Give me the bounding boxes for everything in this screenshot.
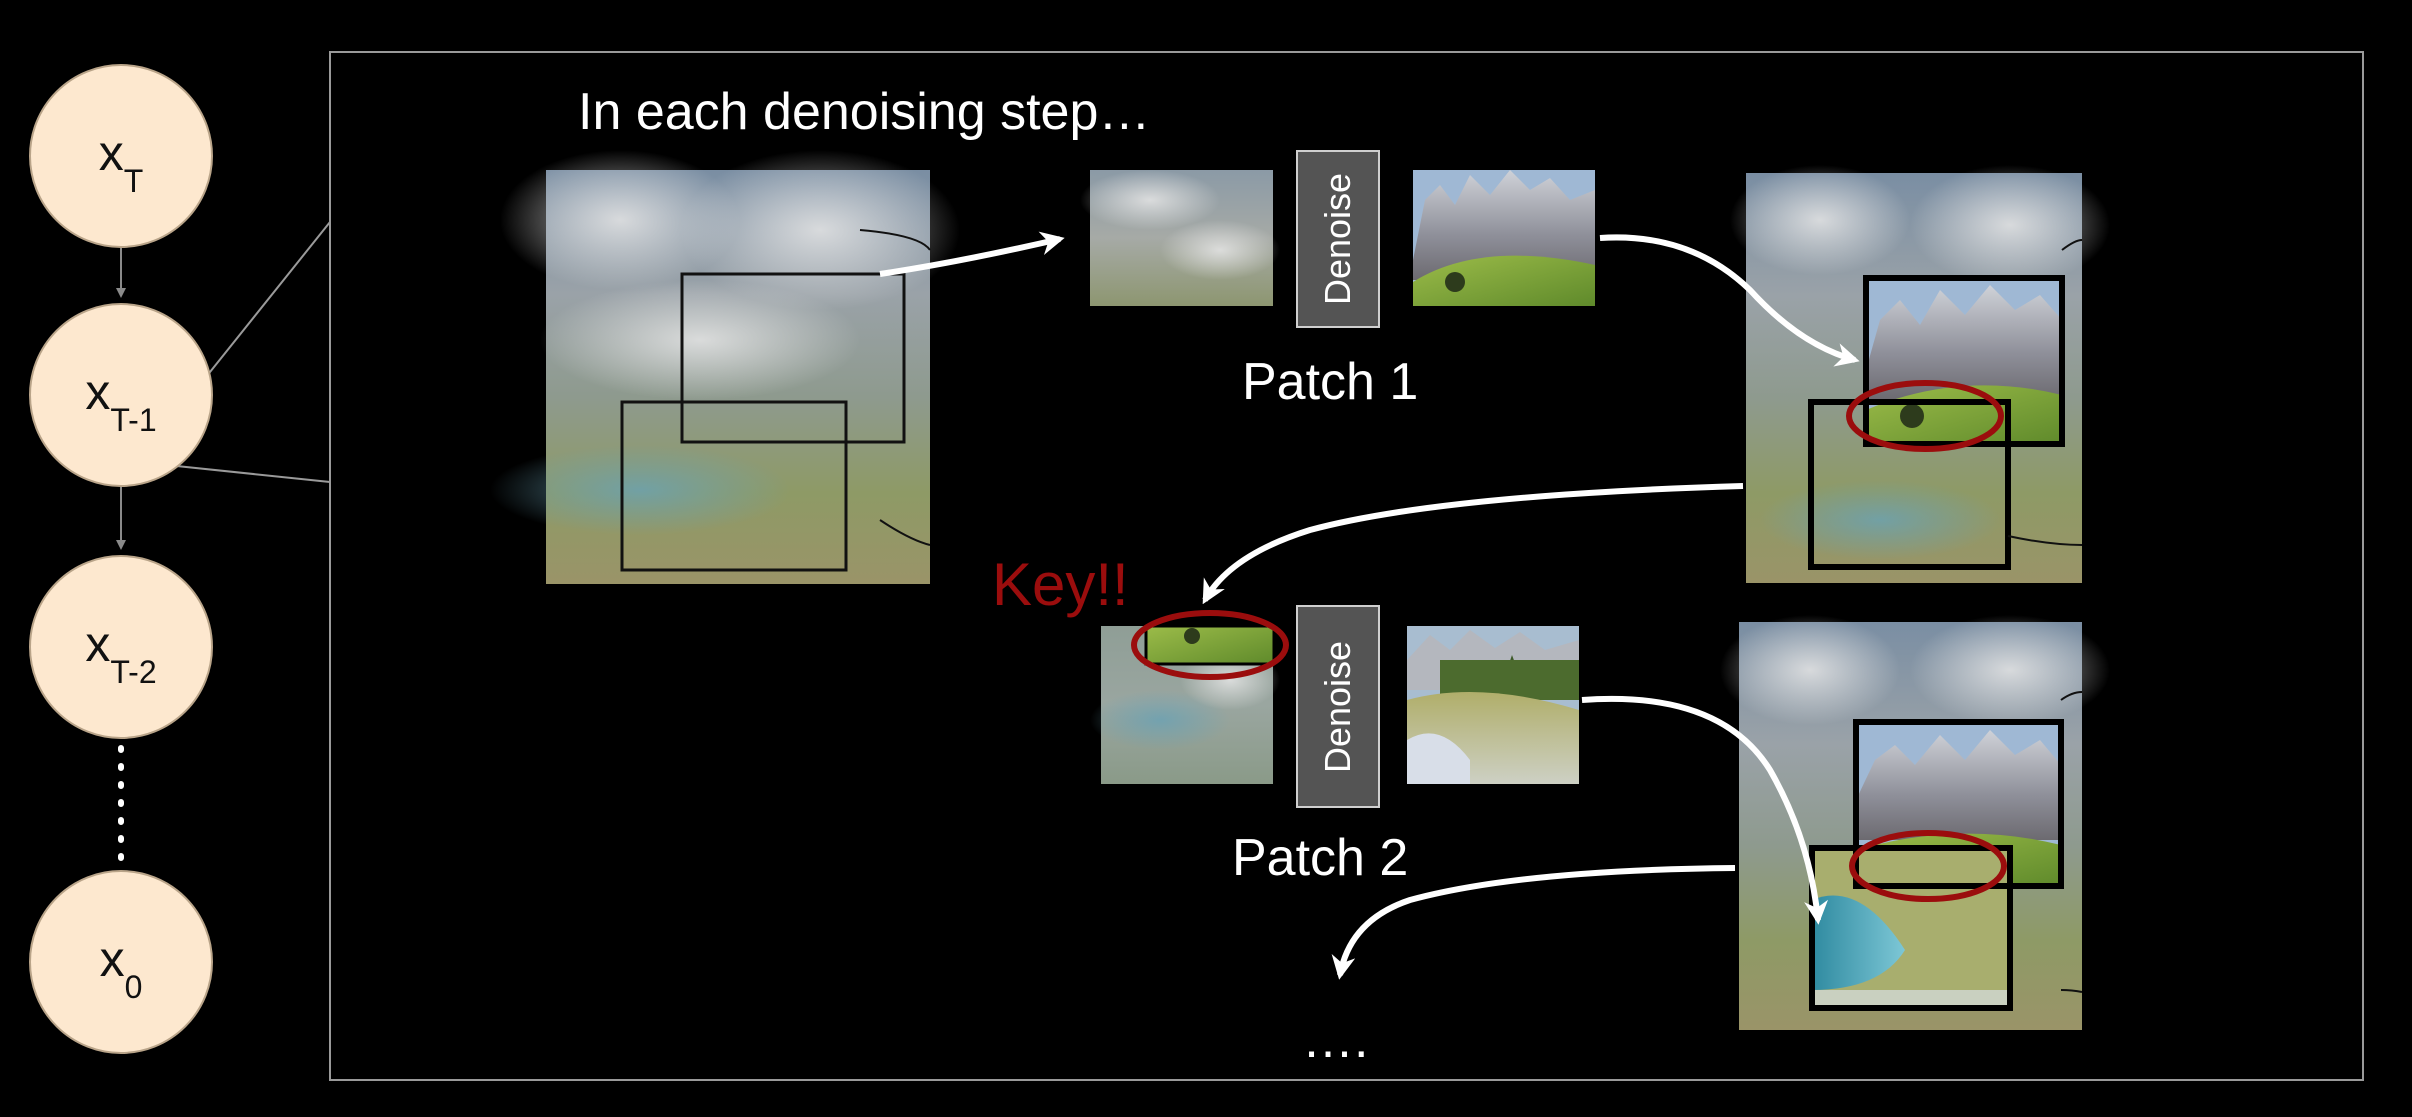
noisy-latent-image [490, 150, 960, 584]
patch2-denoised-output [1407, 626, 1579, 784]
arrow-to-composite1 [1599, 234, 1860, 367]
patch1-composite-image [1730, 165, 2110, 583]
arrow-continue [1331, 865, 1736, 980]
patch2-composite-image [1720, 615, 2110, 1030]
patch2-noisy-input [1090, 610, 1289, 784]
patch1-noisy-input [1080, 170, 1280, 306]
zoom-connector [136, 221, 331, 483]
arrow-to-composite2 [1581, 695, 1829, 925]
arrow-to-patch2 [1202, 483, 1744, 605]
step-panel-frame [329, 51, 2364, 1081]
arrow-to-patch1 [879, 231, 1065, 277]
patch1-denoised-output [1413, 170, 1595, 306]
